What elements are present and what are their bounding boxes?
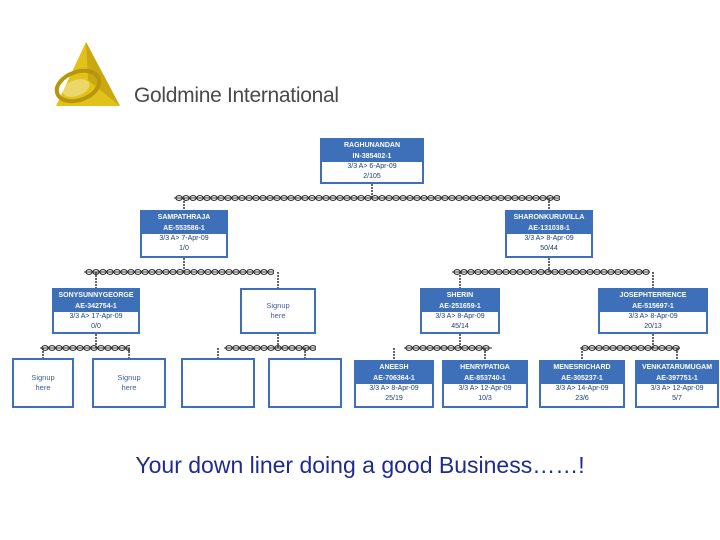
member-id: AE-131038-1	[507, 223, 591, 234]
connector-link	[217, 348, 219, 358]
connector-link	[304, 348, 306, 358]
member-date: 3/3 A> 7-Apr-09	[159, 235, 209, 242]
connector-link	[652, 272, 654, 288]
connector-link	[277, 272, 279, 288]
connector-link	[128, 348, 130, 358]
member-count: 45/14	[451, 323, 469, 330]
connector-link	[652, 334, 654, 348]
member-date: 3/3 A> 8-Apr-09	[369, 385, 419, 392]
member-name: SHERIN	[422, 290, 498, 301]
connector-link	[548, 198, 550, 210]
brand-name: Goldmine International	[134, 84, 339, 107]
connector-chain	[580, 345, 680, 351]
member-date: 3/3 A> 12-Apr-09	[458, 385, 512, 392]
connector-link	[95, 272, 97, 288]
member-id: AE-706364-1	[356, 373, 432, 384]
member-id: AE-342754-1	[54, 301, 138, 312]
connector-link	[183, 258, 185, 272]
member-id: AE-515697-1	[600, 301, 706, 312]
member-date: 3/3 A> 8-Apr-09	[628, 313, 678, 320]
member-date: 3/3 A> 14-Apr-09	[555, 385, 609, 392]
member-count: 25/19	[385, 395, 403, 402]
pyramid-logo-icon	[54, 42, 120, 106]
connector-chain	[40, 345, 130, 351]
empty-card	[268, 358, 342, 408]
member-id: AE-397751-1	[637, 373, 717, 384]
connector-chain	[452, 269, 650, 275]
connector-link	[42, 348, 44, 358]
member-id: AE-251659-1	[422, 301, 498, 312]
tagline: Your down liner doing a good Business……!	[135, 452, 585, 478]
member-id: IN-385402-1	[322, 151, 422, 162]
logo: Goldmine International	[48, 40, 358, 114]
member-name: SHARONKURUVILLA	[507, 212, 591, 223]
member-name: VENKATARUMUGAM	[637, 362, 717, 373]
member-id: AE-553586-1	[142, 223, 226, 234]
connector-chain	[84, 269, 274, 275]
connector-link	[581, 348, 583, 360]
empty-card	[181, 358, 255, 408]
connector-chain	[404, 345, 492, 351]
member-name: RAGHUNANDAN	[322, 140, 422, 151]
member-id: AE-305237-1	[541, 373, 623, 384]
member-name: SONYSUNNYGEORGE	[54, 290, 138, 301]
connector-chain	[224, 345, 316, 351]
connector-link	[459, 334, 461, 348]
connector-link	[548, 258, 550, 272]
member-name: HENRYPATIGA	[444, 362, 526, 373]
connector-link	[484, 348, 486, 360]
member-count: 23/6	[575, 395, 589, 402]
member-count: 1/0	[179, 245, 189, 252]
member-date: 3/3 A> 12-Apr-09	[650, 385, 704, 392]
connector-chain	[174, 195, 560, 201]
connector-link	[676, 348, 678, 360]
member-date: 3/3 A> 6-Apr-09	[347, 163, 397, 170]
member-count: 5/7	[672, 395, 682, 402]
connector-link	[183, 198, 185, 210]
member-id: AE-853740-1	[444, 373, 526, 384]
member-name: SAMPATHRAJA	[142, 212, 226, 223]
member-name: ANEESH	[356, 362, 432, 373]
member-date: 3/3 A> 8-Apr-09	[435, 313, 485, 320]
connector-link	[277, 334, 279, 348]
member-count: 10/3	[478, 395, 492, 402]
connector-link	[95, 334, 97, 348]
member-count: 20/13	[644, 323, 662, 330]
member-count: 0/0	[91, 323, 101, 330]
connector-link	[393, 348, 395, 360]
connector-link	[459, 272, 461, 288]
connector-link	[371, 184, 373, 198]
member-date: 3/3 A> 17-Apr-09	[69, 313, 123, 320]
member-count: 2/105	[363, 173, 381, 180]
member-date: 3/3 A> 8-Apr-09	[524, 235, 574, 242]
member-count: 50/44	[540, 245, 558, 252]
member-name: MENESRICHARD	[541, 362, 623, 373]
member-name: JOSEPHTERRENCE	[600, 290, 706, 301]
